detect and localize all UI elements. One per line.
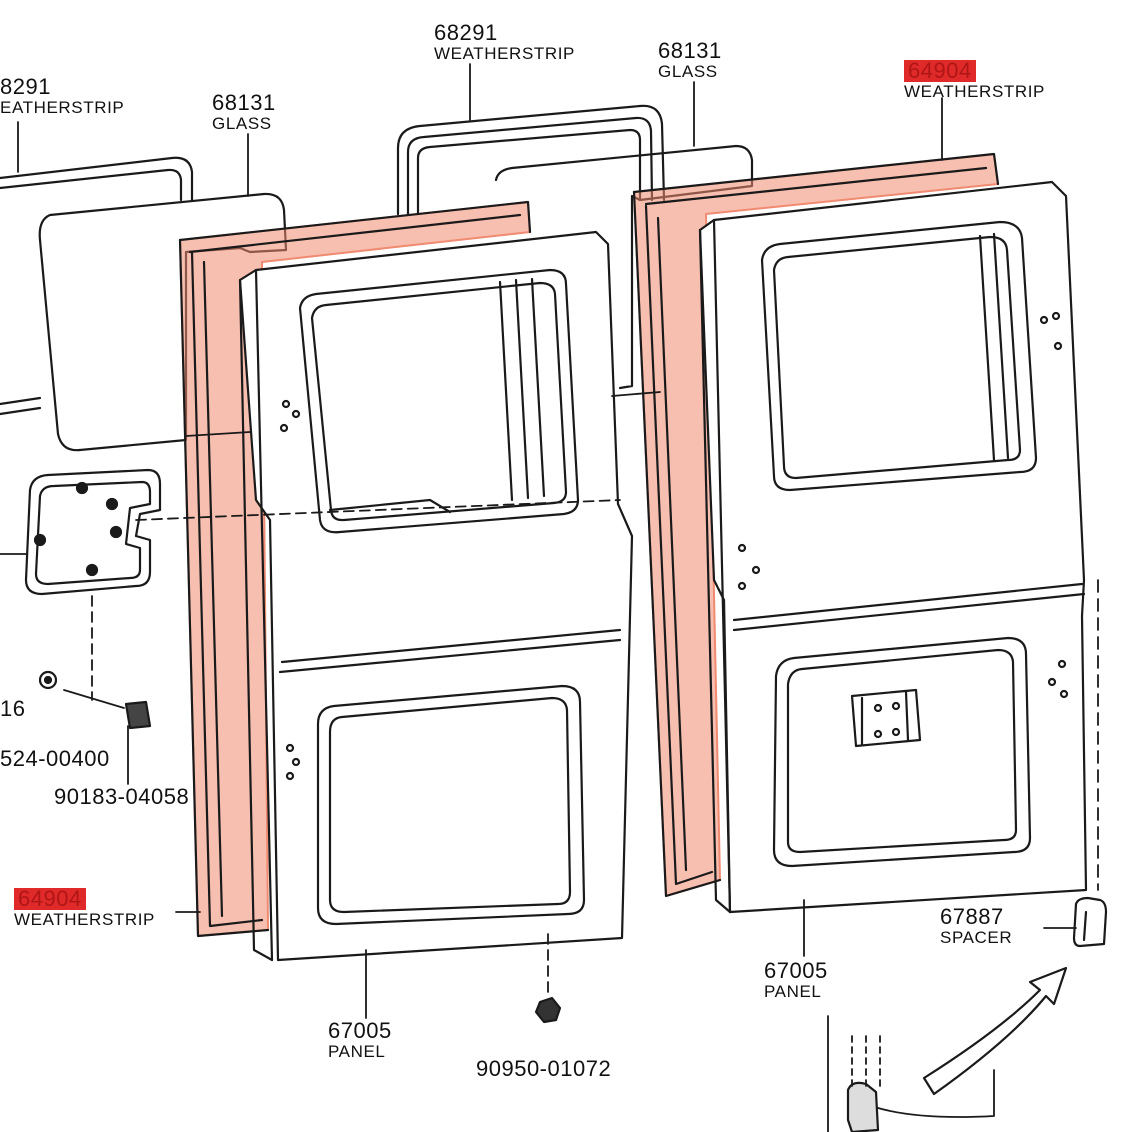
- part-number: 68291: [434, 20, 498, 45]
- nut-small: [38, 670, 58, 690]
- part-name: PANEL: [764, 982, 822, 1001]
- callout-part-90950-01072: 90950-01072: [476, 1058, 611, 1080]
- callout-panel-right: 67005 PANEL: [764, 958, 828, 1001]
- part-name: WEATHERSTRIP: [904, 82, 1046, 101]
- part-number: 67005: [764, 958, 828, 983]
- callout-part-90183-04058: 90183-04058: [54, 786, 189, 808]
- part-name: WEATHERSTRIP: [434, 44, 576, 63]
- callout-glass-left: 68131 GLASS: [212, 90, 276, 133]
- part-number: 16: [0, 696, 26, 721]
- leader-lines: [0, 63, 1099, 1132]
- callout-weatherstrip-top-left: 8291 EATHERSTRIP: [0, 74, 125, 117]
- door-panel-right: [698, 180, 1088, 914]
- callout-glass-right: 68131 GLASS: [658, 38, 722, 81]
- weatherstrip-far-left: [0, 156, 194, 416]
- clip-90183: [124, 700, 152, 730]
- part-number: 90183-04058: [54, 784, 190, 809]
- part-number: 68131: [658, 38, 722, 63]
- glass-left: [38, 192, 288, 452]
- callout-panel-left: 67005 PANEL: [328, 1018, 392, 1061]
- part-number: 67887: [940, 904, 1004, 929]
- callout-part-524-00400: 524-00400: [0, 748, 110, 770]
- assembly-arrow: [922, 966, 1068, 1096]
- part-name: EATHERSTRIP: [0, 98, 125, 117]
- part-number-highlighted: 64904: [14, 888, 86, 910]
- callout-weatherstrip-top-center: 68291 WEATHERSTRIP: [434, 20, 576, 63]
- part-number: 67005: [328, 1018, 392, 1043]
- door-panel-left: [238, 230, 634, 962]
- part-name: GLASS: [212, 114, 272, 133]
- callout-spacer: 67887 SPACER: [940, 904, 1013, 947]
- latch-part: [846, 1081, 880, 1132]
- part-name: PANEL: [328, 1042, 386, 1061]
- part-number-highlighted: 64904: [904, 60, 976, 82]
- callout-part-16: 16: [0, 698, 25, 720]
- nut-90950: [534, 996, 562, 1024]
- cover-plate: [24, 468, 162, 596]
- part-number: 68131: [212, 90, 276, 115]
- callout-weatherstrip-top-right: 64904 WEATHERSTRIP: [904, 60, 1045, 100]
- weatherstrip-left-door: [178, 200, 532, 938]
- part-number: 90950-01072: [476, 1056, 612, 1081]
- part-number: 8291: [0, 74, 51, 99]
- part-name: WEATHERSTRIP: [14, 910, 156, 929]
- part-name: SPACER: [940, 928, 1013, 947]
- part-name: GLASS: [658, 62, 718, 81]
- spacer-part: [1072, 896, 1108, 948]
- callout-weatherstrip-bottom-left: 64904 WEATHERSTRIP: [14, 888, 155, 928]
- part-number: 524-00400: [0, 746, 110, 771]
- glass-center: [494, 144, 754, 390]
